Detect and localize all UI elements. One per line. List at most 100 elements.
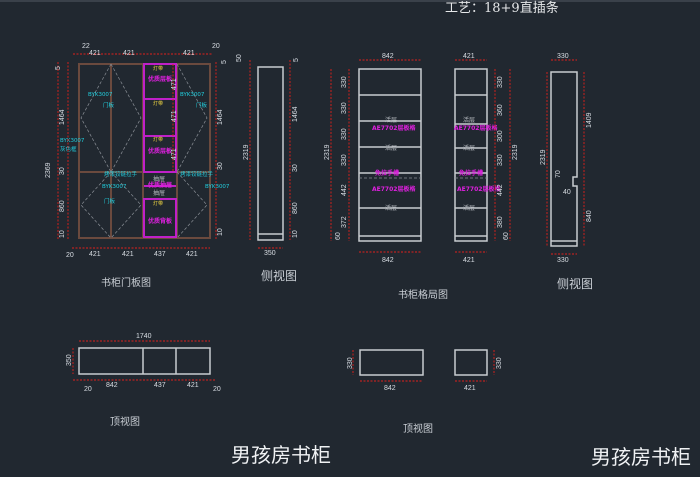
project-title-right: 男孩房书柜	[591, 445, 691, 469]
craft-note: 工艺：18+9直插条	[445, 0, 559, 16]
top-view-dim-4: 20	[213, 386, 221, 393]
grid-shelf-r3: 活层	[463, 204, 475, 212]
grid-right-h6: 60	[503, 232, 510, 240]
side-dim-3: 10	[292, 230, 299, 238]
grid-left-h5: 372	[341, 216, 348, 228]
open-shelf-column	[143, 63, 177, 173]
dim-top-1: 421	[89, 50, 101, 57]
door-view-drawing: BYK3007 门板 BYK3007 门板 BYK3007 灰色框 烤漆铰链拉手…	[45, 43, 230, 259]
rside-dim-notch-w: 40	[563, 189, 571, 196]
grid-right-h4: 442	[497, 184, 504, 196]
side-view-right-drawing: 330 330 2319 1409 70 40 840	[540, 53, 593, 264]
dim-top-0: 22	[82, 43, 90, 50]
dim-left-0: 1464	[59, 109, 66, 125]
shelf-label-1: 优质层板	[148, 75, 173, 83]
frame-label: 灰色框	[60, 145, 77, 153]
top-view-right-right-box	[454, 349, 488, 376]
top-view-dim-3: 421	[187, 382, 199, 389]
grid-shelf-l2: 活层	[385, 144, 397, 152]
dim-top-edge-left: 5	[55, 66, 62, 70]
dim-top-edge-right: 5	[221, 60, 228, 64]
grid-left-h1: 330	[341, 102, 348, 114]
dim-top-2: 421	[123, 50, 135, 57]
side-dim-top: 50	[236, 54, 243, 62]
grid-right-h5: 380	[497, 216, 504, 228]
top-view-left-drawing: 1740 350 20 842 437 421 20	[66, 333, 221, 393]
grid-layout-drawing: 活层 AE7702层板格 活层 免拉手槽 AE7702层板格 活层 活层 AE7…	[324, 53, 519, 264]
door-code-left: BYK3007	[88, 92, 113, 98]
door-swing-5	[110, 171, 142, 239]
grid-right-h0: 330	[497, 76, 504, 88]
rside-dim-top: 330	[557, 53, 569, 60]
side-view-left-title: 侧视图	[261, 268, 297, 283]
project-title-left: 男孩房书柜	[231, 443, 331, 467]
top-view-depth: 350	[66, 354, 73, 366]
side-view-left-drawing: 50 5 2319 1464 30 860 10 350	[236, 54, 300, 257]
lower-door-label-left: 门板	[104, 197, 116, 205]
rside-dim-lower: 840	[586, 210, 593, 222]
dim-right-0: 1464	[217, 109, 224, 125]
top-view-right-title: 顶视图	[403, 422, 433, 435]
side-dim-0: 1464	[292, 106, 299, 122]
door-swing-3	[176, 63, 208, 173]
tvr-left-width: 842	[384, 385, 396, 392]
grid-shelf-l1: 活层	[385, 116, 397, 124]
lower-door-code-right: BYK3007	[205, 184, 230, 190]
drawer-handle-label: 优质抽屉	[148, 181, 172, 189]
grid-handle-r: 免拉手槽	[459, 169, 483, 177]
light-label-4: 灯带	[153, 200, 163, 207]
dim-top-3: 421	[183, 50, 195, 57]
lower-door-code-left: BYK3007	[102, 184, 127, 190]
door-swing-1	[80, 63, 112, 173]
grid-panel-l1: AE7702层板格	[372, 124, 416, 132]
rside-dim-upper: 1409	[586, 112, 593, 128]
dim-bottom-0: 20	[66, 252, 74, 259]
dim-center-1: 471	[171, 110, 178, 122]
frame-code: BYK3007	[60, 138, 85, 144]
right-side-panel	[550, 71, 578, 247]
rside-dim-bottom: 330	[557, 257, 569, 264]
dim-left-1: 30	[59, 167, 66, 175]
hinge-label-left: 烤漆铰链拉手	[104, 170, 138, 178]
top-view-frame	[78, 347, 211, 375]
door-view-title: 书柜门板图	[101, 276, 151, 289]
top-view-dim-2: 437	[154, 382, 166, 389]
door-swing-6	[176, 171, 208, 239]
top-view-dim-0: 20	[84, 386, 92, 393]
dim-center-0: 471	[171, 78, 178, 90]
top-view-overall: 1740	[136, 333, 152, 340]
grid-panel-r2: AE7702层板格	[457, 185, 501, 193]
grid-panel-r1: AE7702层板格	[454, 124, 498, 132]
door-swing-4	[80, 171, 112, 239]
drawer-label-2: 抽屉	[153, 189, 165, 197]
rside-dim-notch-h: 70	[555, 170, 562, 178]
side-view-right-title: 侧视图	[557, 276, 593, 291]
dim-overall: 2369	[45, 162, 52, 178]
grid-right-width-bottom: 421	[463, 257, 475, 264]
hinge-label-right: 烤漆铰链拉手	[180, 170, 214, 178]
side-dim-overall: 2319	[243, 144, 250, 160]
grid-left-h0: 330	[341, 76, 348, 88]
dim-left-2: 860	[59, 200, 66, 212]
grid-handle-l: 免拉手槽	[375, 169, 399, 177]
tvr-left-depth: 330	[347, 357, 354, 369]
grid-left-h2: 330	[341, 128, 348, 140]
grid-shelf-l3: 活层	[385, 204, 397, 212]
lower-open-box	[143, 198, 177, 238]
back-label: 优质背板	[148, 217, 173, 225]
top-view-dim-1: 842	[106, 382, 118, 389]
drawer-label-1: 抽屉	[153, 175, 165, 183]
tvr-right-width: 421	[464, 385, 476, 392]
dim-bottom-1: 421	[89, 251, 101, 258]
top-view-left-title: 顶视图	[110, 415, 140, 428]
window-top-border	[0, 0, 700, 2]
grid-layout-title: 书柜格局图	[398, 288, 448, 301]
grid-panel-l2: AE7702层板格	[372, 185, 416, 193]
grid-left-width-bottom: 842	[382, 257, 394, 264]
grid-right-width-top: 421	[463, 53, 475, 60]
top-view-right-left-box	[359, 349, 424, 376]
side-panel	[257, 66, 284, 241]
grid-right-h3: 330	[497, 154, 504, 166]
dim-top-4: 20	[212, 43, 220, 50]
